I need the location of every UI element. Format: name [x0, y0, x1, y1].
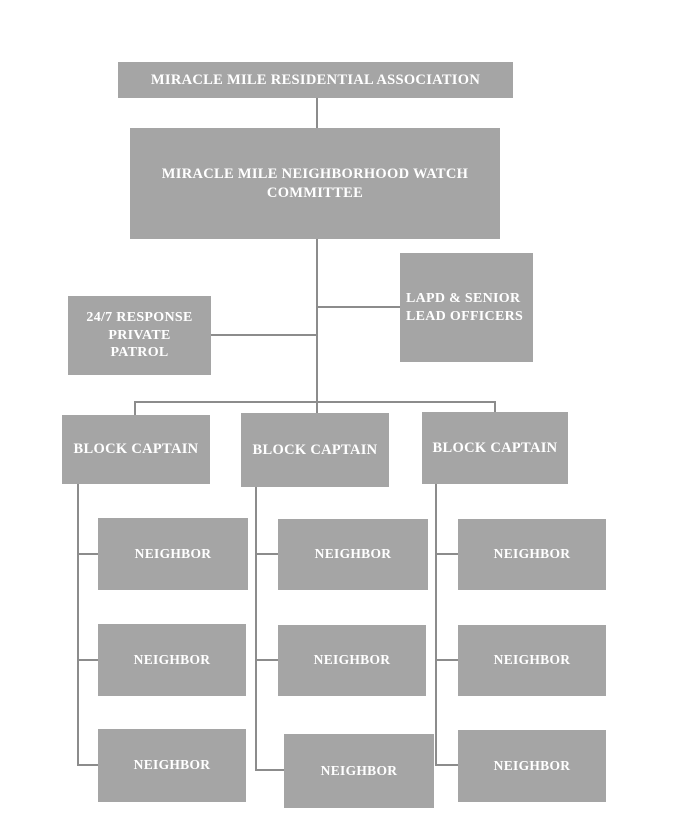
connector-committee-to-patrol [210, 334, 317, 336]
connector-captain3-stub-1 [435, 553, 459, 555]
node-neighbor-c3-r2[interactable]: NEIGHBOR [458, 625, 606, 696]
connector-captain2-stub-2 [255, 659, 279, 661]
connector-captain2-spine [255, 484, 257, 770]
connector-captain2-stub-1 [255, 553, 279, 555]
node-block-captain-1[interactable]: BLOCK CAPTAIN [62, 415, 210, 484]
node-neighbor-c2-r2[interactable]: NEIGHBOR [278, 625, 426, 696]
node-lapd-senior-lead-officers[interactable]: LAPD & SENIOR LEAD OFFICERS [400, 253, 533, 362]
connector-captain3-stub-3 [435, 764, 459, 766]
node-neighbor-c1-r3[interactable]: NEIGHBOR [98, 729, 246, 802]
connector-committee-to-lapd [316, 306, 402, 308]
connector-captain1-stub-1 [77, 553, 99, 555]
node-block-captain-2[interactable]: BLOCK CAPTAIN [241, 413, 389, 487]
node-neighbor-c1-r2[interactable]: NEIGHBOR [98, 624, 246, 696]
node-neighbor-c3-r1[interactable]: NEIGHBOR [458, 519, 606, 590]
connector-captain2-stub-3 [255, 769, 285, 771]
connector-captain1-spine [77, 484, 79, 765]
connector-bus-drop-2 [316, 401, 318, 413]
node-neighborhood-watch-committee[interactable]: MIRACLE MILE NEIGHBORHOOD WATCH COMMITTE… [130, 128, 500, 239]
node-block-captain-3[interactable]: BLOCK CAPTAIN [422, 412, 568, 484]
connector-captains-bus [134, 401, 495, 403]
node-neighbor-c2-r1[interactable]: NEIGHBOR [278, 519, 428, 590]
connector-bus-drop-3 [494, 401, 496, 413]
connector-root-to-committee [316, 98, 318, 128]
connector-captain1-stub-2 [77, 659, 99, 661]
node-neighbor-c2-r3[interactable]: NEIGHBOR [284, 734, 434, 808]
connector-captain3-stub-2 [435, 659, 459, 661]
node-residential-association[interactable]: MIRACLE MILE RESIDENTIAL ASSOCIATION [118, 62, 513, 98]
node-neighbor-c1-r1[interactable]: NEIGHBOR [98, 518, 248, 590]
node-neighbor-c3-r3[interactable]: NEIGHBOR [458, 730, 606, 802]
node-private-patrol[interactable]: 24/7 RESPONSE PRIVATE PATROL [68, 296, 211, 375]
connector-committee-spine [316, 239, 318, 402]
connector-bus-drop-1 [134, 401, 136, 415]
connector-captain3-spine [435, 484, 437, 765]
connector-captain1-stub-3 [77, 764, 99, 766]
